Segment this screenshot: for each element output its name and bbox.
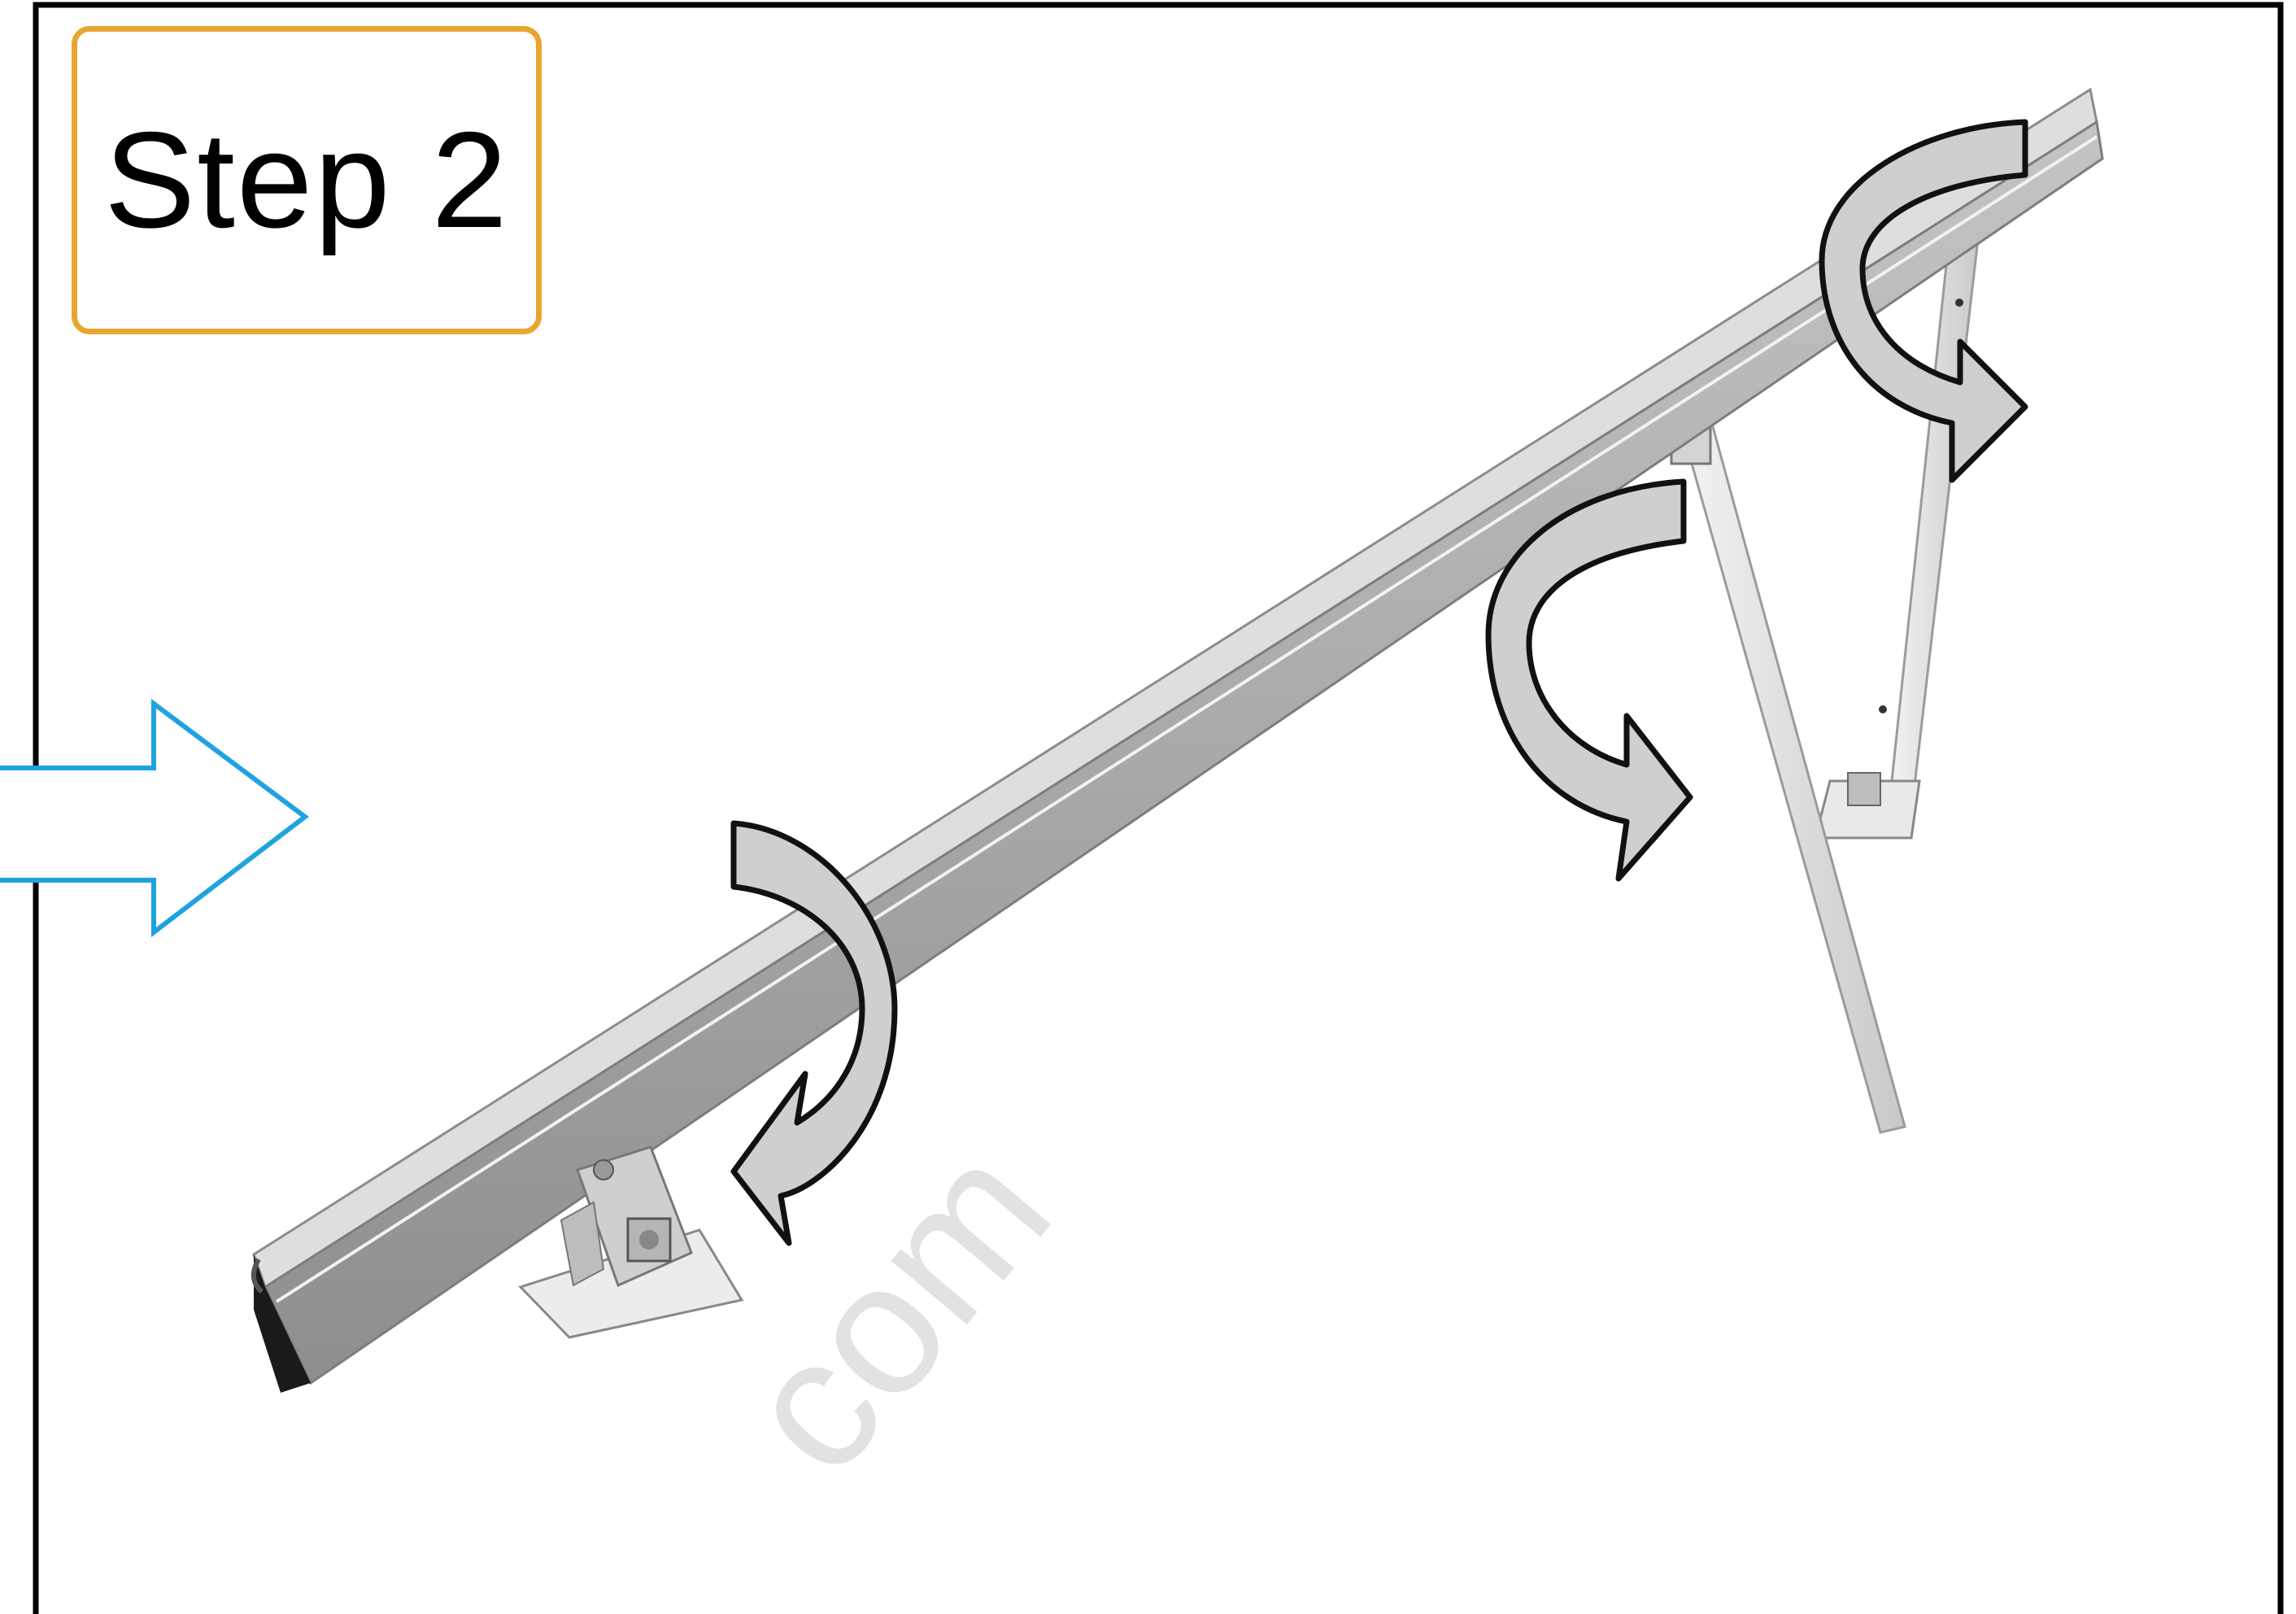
rotate-clockwise-icon bbox=[1822, 122, 2025, 480]
right-arrow-outline-icon bbox=[0, 704, 305, 932]
step-label: Step 2 bbox=[72, 26, 542, 334]
